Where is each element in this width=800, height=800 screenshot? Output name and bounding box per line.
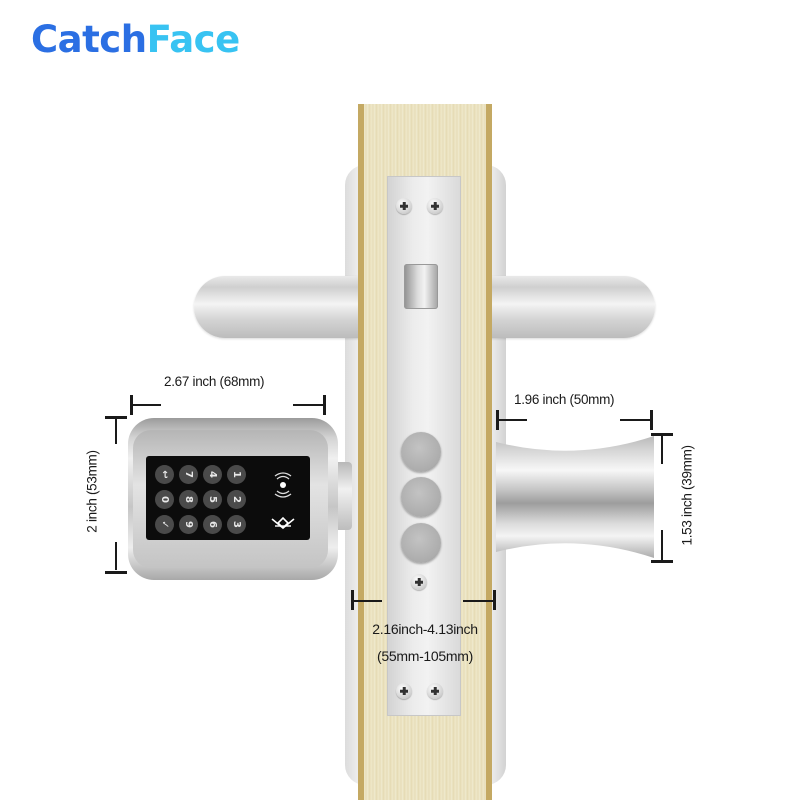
key-4: 4 bbox=[203, 465, 222, 484]
screw-icon bbox=[396, 198, 412, 214]
dimension-line bbox=[497, 419, 527, 421]
dimension-tick bbox=[651, 560, 673, 563]
dimension-door-thickness-line2: (55mm-105mm) bbox=[377, 648, 473, 664]
lever-handle-right bbox=[475, 276, 655, 338]
dimension-knob-width: 1.96 inch (50mm) bbox=[514, 392, 615, 407]
key-confirm: ✓ bbox=[155, 515, 174, 534]
dead-bolt-3 bbox=[401, 523, 441, 563]
key-back: ↩ bbox=[155, 465, 174, 484]
dimension-tick bbox=[650, 410, 653, 430]
lever-handle-left bbox=[194, 276, 374, 338]
dimension-line bbox=[115, 416, 117, 444]
latch-bolt bbox=[404, 264, 438, 309]
dimension-line bbox=[115, 542, 117, 570]
key-0: 0 bbox=[155, 490, 174, 509]
nfc-icon bbox=[274, 472, 292, 498]
dimension-line bbox=[131, 404, 161, 406]
dead-bolt-2 bbox=[401, 477, 441, 517]
key-1: 1 bbox=[227, 465, 246, 484]
brand-logo: CatchFace bbox=[31, 18, 240, 61]
dimension-line bbox=[661, 434, 663, 464]
screw-icon bbox=[427, 683, 443, 699]
thumb-turn-knob bbox=[496, 436, 654, 558]
dimension-lock-height: 2 inch (53mm) bbox=[84, 450, 100, 533]
dimension-line bbox=[620, 419, 650, 421]
brand-name-part1: Catch bbox=[31, 18, 147, 61]
bluetooth-icon bbox=[271, 516, 295, 530]
dead-bolt-1 bbox=[401, 432, 441, 472]
dimension-line bbox=[293, 404, 323, 406]
dimension-door-thickness-line1: 2.16inch-4.13inch bbox=[372, 621, 478, 637]
dimension-lock-width: 2.67 inch (68mm) bbox=[164, 374, 265, 389]
key-2: 2 bbox=[227, 490, 246, 509]
screw-icon bbox=[411, 574, 427, 590]
dimension-tick bbox=[493, 590, 496, 610]
dimension-line bbox=[661, 530, 663, 560]
key-7: 7 bbox=[179, 465, 198, 484]
dimension-tick bbox=[323, 395, 326, 415]
screw-icon bbox=[396, 683, 412, 699]
dimension-knob-height: 1.53 inch (39mm) bbox=[679, 445, 695, 546]
dimension-line bbox=[352, 600, 382, 602]
key-8: 8 bbox=[179, 490, 198, 509]
key-6: 6 bbox=[203, 515, 222, 534]
key-9: 9 bbox=[179, 515, 198, 534]
key-5: 5 bbox=[203, 490, 222, 509]
key-3: 3 bbox=[227, 515, 246, 534]
screw-icon bbox=[427, 198, 443, 214]
dimension-tick bbox=[105, 571, 127, 574]
dimension-line bbox=[463, 600, 493, 602]
brand-name-part2: Face bbox=[146, 18, 241, 61]
